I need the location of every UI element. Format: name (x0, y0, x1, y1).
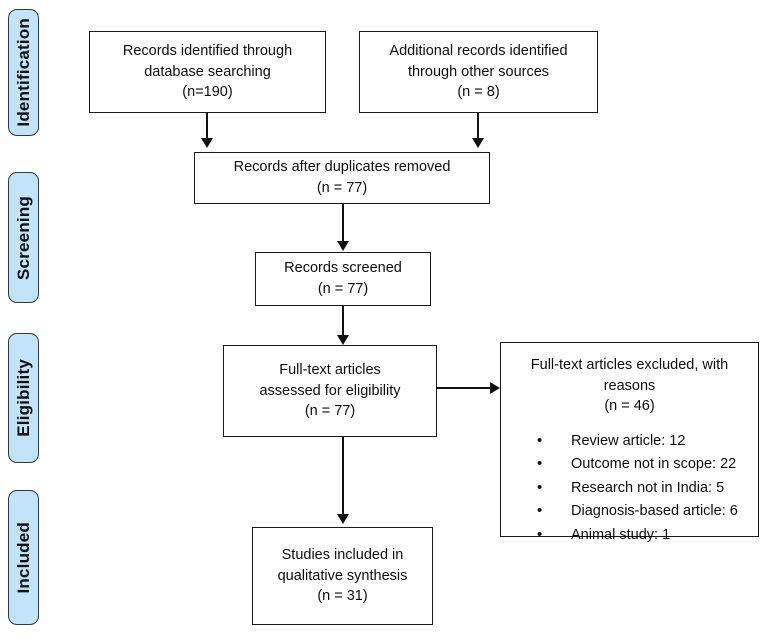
stage-pill-screening: Screening (8, 172, 39, 303)
stage-label-included: Included (13, 521, 33, 594)
stage-label-screening: Screening (13, 195, 33, 280)
box-line: Records after duplicates removed (233, 159, 451, 176)
list-item: Animal study: 1 (537, 524, 748, 546)
box-line: Additional records identified (389, 43, 568, 60)
list-item: Diagnosis-based article: 6 (537, 500, 748, 522)
connector-database-to-duplicates (206, 113, 209, 142)
box-line: through other sources (407, 63, 550, 80)
list-item: Outcome not in scope: 22 (537, 453, 748, 475)
stage-label-eligibility: Eligibility (13, 359, 33, 437)
box-line: Studies included in (281, 547, 404, 564)
box-line: Full-text articles (279, 362, 381, 379)
connector-fulltext-to-excluded (437, 387, 491, 390)
box-line: (n = 31) (317, 588, 368, 605)
arrowhead-fulltext-to-excluded (490, 381, 500, 394)
arrowhead-screened-to-fulltext (336, 335, 349, 345)
box-line: (n = 77) (317, 281, 369, 297)
box-line: Records identified through (122, 43, 293, 60)
box-studies-included-qualitative-synthesis: Studies included in qualitative synthesi… (252, 527, 433, 625)
box-line: (n = 77) (304, 403, 356, 420)
exclusion-reasons-list: Review article: 12 Outcome not in scope:… (511, 430, 748, 549)
box-line: qualitative synthesis (277, 567, 408, 584)
connector-screened-to-fulltext (342, 306, 345, 336)
stage-pill-identification: Identification (8, 9, 39, 136)
box-line: (n = 8) (457, 84, 500, 101)
arrowhead-other-sources-to-duplicates (471, 138, 484, 148)
connector-duplicates-to-screened (342, 204, 345, 242)
stage-label-identification: Identification (13, 18, 33, 127)
arrowhead-fulltext-to-included (336, 514, 349, 524)
arrowhead-duplicates-to-screened (336, 241, 349, 251)
excluded-heading-line: reasons (603, 377, 656, 394)
stage-pill-included: Included (8, 490, 39, 625)
box-line: database searching (144, 63, 271, 80)
excluded-heading-line: Full-text articles excluded, with (530, 357, 729, 373)
box-line: assessed for eligibility (259, 382, 401, 399)
box-line: (n = 77) (316, 180, 368, 196)
box-full-text-excluded-with-reasons: Full-text articles excluded, with reason… (500, 342, 759, 545)
list-item: Research not in India: 5 (537, 477, 748, 499)
arrowhead-database-to-duplicates (200, 138, 213, 148)
list-item: Review article: 12 (537, 430, 748, 452)
excluded-heading-line: (n = 46) (604, 398, 655, 415)
excluded-heading: Full-text articles excluded, with reason… (511, 355, 748, 417)
box-full-text-assessed-for-eligibility: Full-text articles assessed for eligibil… (223, 345, 437, 437)
box-records-after-duplicates-removed: Records after duplicates removed (n = 77… (194, 152, 490, 204)
box-records-identified-database: Records identified through database sear… (89, 31, 326, 113)
connector-fulltext-to-included (342, 437, 345, 515)
box-line: Records screened (284, 260, 402, 277)
box-additional-records-other-sources: Additional records identified through ot… (359, 31, 598, 113)
box-line: (n=190) (182, 84, 233, 101)
stage-pill-eligibility: Eligibility (8, 333, 39, 463)
box-records-screened: Records screened (n = 77) (255, 252, 431, 306)
connector-other-sources-to-duplicates (477, 113, 480, 142)
